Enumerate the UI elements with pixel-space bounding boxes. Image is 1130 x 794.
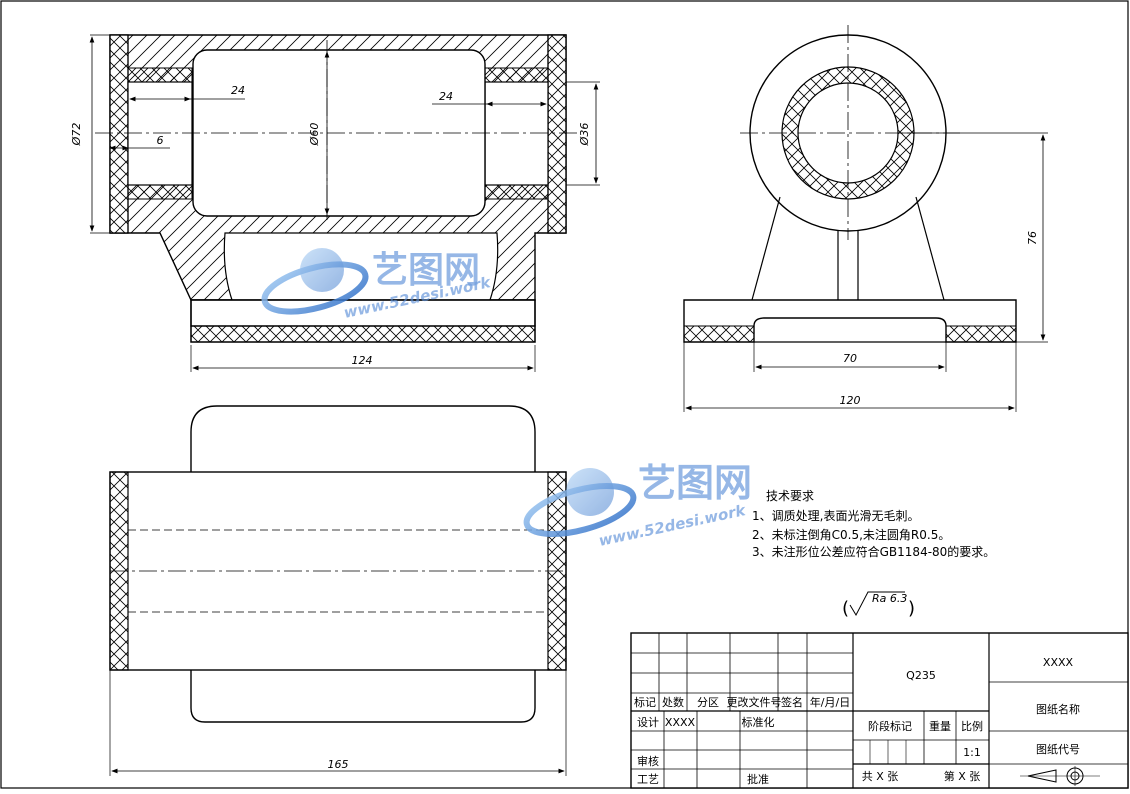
dim-76: 76	[1026, 231, 1039, 245]
roughness-value: Ra 6.3	[872, 592, 907, 605]
weight-label: 重量	[929, 719, 951, 733]
dim-6: 6	[157, 134, 164, 147]
dim-24-left: 24	[231, 84, 245, 97]
watermark-brand-2: 艺图网	[638, 461, 752, 505]
tech-item-3: 3、未注形位公差应符合GB1184-80的要求。	[752, 544, 995, 559]
front-section-view	[95, 34, 580, 343]
approve-label: 批准	[747, 772, 769, 786]
watermark-url-2: www.52desi.work	[597, 501, 748, 550]
tech-item-1: 1、调质处理,表面光滑无毛刺。	[752, 509, 919, 523]
side-view	[683, 25, 1017, 343]
dim-24-right: 24	[439, 90, 453, 103]
sheet-no: 第 X 张	[944, 769, 981, 783]
tech-title: 技术要求	[766, 489, 814, 503]
svg-text:(: (	[842, 598, 849, 619]
svg-text:): )	[908, 598, 915, 619]
hdr-count: 处数	[662, 696, 684, 709]
dim-phi60: Ø60	[308, 123, 321, 147]
standardize-label: 标准化	[742, 715, 775, 729]
designer-name: XXXX	[665, 716, 696, 729]
design-label: 设计	[637, 716, 659, 729]
hdr-change-doc: 更改文件号	[727, 695, 782, 709]
front-dimensions: Ø72 Ø60 24 24 6 Ø36 124	[70, 34, 600, 372]
process-label: 工艺	[637, 773, 659, 786]
drawing-code: 图纸代号	[1036, 743, 1080, 756]
dim-165: 165	[328, 758, 349, 771]
dim-phi72: Ø72	[70, 123, 83, 147]
top-dimensions: 165	[109, 670, 567, 776]
tech-requirements: 技术要求 1、调质处理,表面光滑无毛刺。 2、未标注倒角C0.5,未注圆角R0.…	[752, 489, 995, 559]
dim-124: 124	[352, 354, 373, 367]
scale-value: 1:1	[963, 746, 981, 759]
scale-label: 比例	[961, 719, 983, 733]
material: Q235	[906, 669, 936, 682]
watermark-brand-1: 艺图网	[372, 250, 480, 291]
roughness-symbol: ( Ra 6.3 )	[842, 591, 915, 619]
top-view	[109, 405, 567, 723]
company: XXXX	[1043, 656, 1074, 669]
hdr-sign: 签名	[781, 695, 803, 709]
drawing-name: 图纸名称	[1036, 702, 1080, 716]
dim-phi36: Ø36	[578, 123, 591, 147]
dim-120: 120	[840, 394, 861, 407]
stage-label: 阶段标记	[868, 719, 912, 733]
dim-70: 70	[843, 352, 857, 365]
projection-symbol-icon	[1020, 766, 1100, 786]
review-label: 审核	[637, 754, 659, 768]
side-dimensions: 76 70 120	[683, 132, 1048, 412]
sheets-total: 共 X 张	[862, 770, 899, 783]
title-block: 标记 处数 分区 更改文件号 签名 年/月/日 设计 XXXX 标准化 审核 工…	[630, 632, 1129, 789]
hdr-date: 年/月/日	[810, 695, 850, 709]
hdr-mark: 标记	[634, 695, 656, 709]
hdr-zone: 分区	[697, 696, 719, 709]
tech-item-2: 2、未标注倒角C0.5,未注圆角R0.5。	[752, 527, 950, 542]
